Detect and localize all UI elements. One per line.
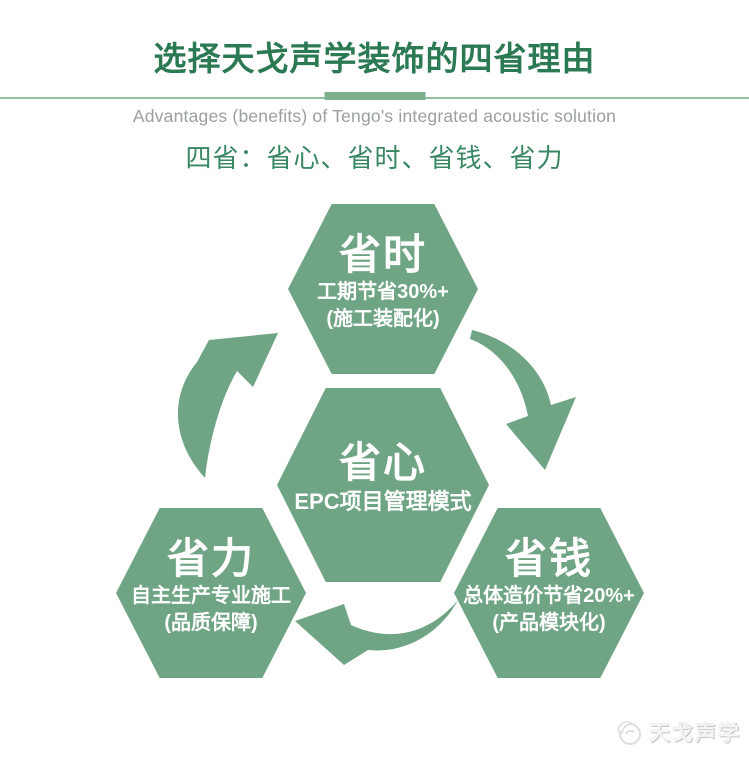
brand-watermark-text: 天戈声学 <box>649 722 741 745</box>
hexagon-title: 省力 <box>166 534 255 582</box>
page-title: 选择天戈声学装饰的四省理由 <box>153 40 596 77</box>
hexagon-save-worry-content: 省心 EPC项目管理模式 <box>294 439 471 517</box>
brand-watermark: 天戈声学 <box>612 716 741 748</box>
hexagon-detail: 自主生产专业施工 <box>131 585 291 608</box>
subtitle-english: Advantages (benefits) of Tengo's integra… <box>132 106 617 126</box>
tengo-logo-icon <box>617 721 641 745</box>
hexagon-save-time: 省时 工期节省30%+ (施工装配化) <box>288 204 478 374</box>
hexagon-detail: 工期节省30%+ <box>317 281 449 304</box>
hexagon-save-money: 省钱 总体造价节省20%+ (产品模块化) <box>454 508 644 678</box>
hexagon-save-worry: 省心 EPC项目管理模式 <box>277 388 489 582</box>
tagline-four-savings: 四省：省心、省时、省钱、省力 <box>185 143 564 173</box>
hexagon-save-time-content: 省时 工期节省30%+ (施工装配化) <box>317 231 449 333</box>
arrow-money-to-effort-icon <box>295 600 458 665</box>
hexagon-save-effort-content: 省力 自主生产专业施工 (品质保障) <box>131 535 291 637</box>
hexagon-title: 省心 <box>338 439 427 486</box>
hexagon-title: 省钱 <box>504 534 593 582</box>
title-divider <box>0 92 749 100</box>
hexagon-detail: 总体造价节省20%+ <box>463 585 635 608</box>
arrow-time-to-money-icon <box>470 330 576 470</box>
hexagon-detail: (品质保障) <box>164 612 258 635</box>
arrow-effort-to-time-icon <box>177 333 278 478</box>
hexagon-detail: EPC项目管理模式 <box>294 489 472 515</box>
hexagon-save-money-content: 省钱 总体造价节省20%+ (产品模块化) <box>463 535 635 637</box>
hexagon-detail: (产品模块化) <box>492 612 606 635</box>
hexagon-save-effort: 省力 自主生产专业施工 (品质保障) <box>116 508 306 678</box>
title-divider-accent <box>324 92 425 100</box>
hexagon-title: 省时 <box>338 230 427 278</box>
hexagon-detail: (施工装配化) <box>326 308 440 331</box>
